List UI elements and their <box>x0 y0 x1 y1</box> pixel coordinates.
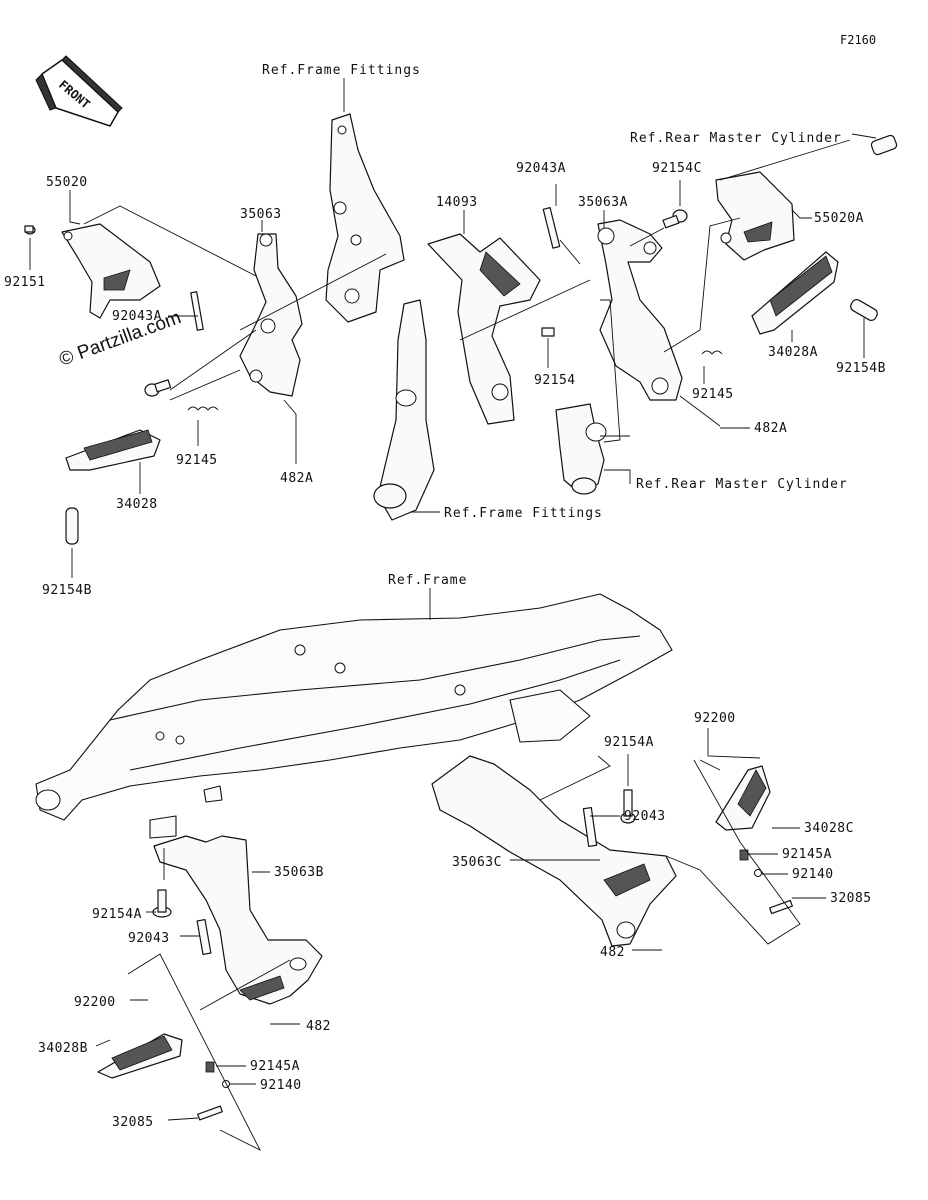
label-92154B-left: 92154B <box>42 583 92 598</box>
bolt-92154A-left <box>152 889 172 918</box>
ref-rear-master-cylinder-top: Ref.Rear Master Cylinder <box>630 131 842 146</box>
footpeg-34028A <box>751 251 839 335</box>
label-482-left: 482 <box>306 1019 331 1034</box>
bracket-35063A <box>597 219 683 401</box>
spring-92145-left <box>187 406 219 411</box>
ref-frame: Ref.Frame <box>388 573 467 588</box>
label-92200-right: 92200 <box>694 711 736 726</box>
label-92154A-right: 92154A <box>604 735 654 750</box>
pin-92043-left <box>196 918 212 956</box>
label-482A-left: 482A <box>280 471 313 486</box>
label-92140-left: 92140 <box>260 1078 302 1093</box>
frame-fittings-plate <box>325 113 405 323</box>
label-92145A-right: 92145A <box>782 847 832 862</box>
washer-92140-right <box>754 869 762 877</box>
label-92140-right: 92140 <box>792 867 834 882</box>
bracket-35063B <box>153 835 323 1005</box>
pin-92043A-left <box>190 291 204 331</box>
label-32085-right: 32085 <box>830 891 872 906</box>
label-92154A-left: 92154A <box>92 907 142 922</box>
bolt-92154 <box>541 327 555 337</box>
footpeg-34028C <box>715 765 771 831</box>
bracket-92200-right <box>699 759 721 771</box>
label-482A-right: 482A <box>754 421 787 436</box>
pin-92043-right <box>582 807 598 847</box>
diagram-code: F2160 <box>840 33 876 47</box>
pin-92043A-mid <box>542 207 561 249</box>
bolt-92151 <box>24 225 36 235</box>
label-55020: 55020 <box>46 175 88 190</box>
label-92145-left: 92145 <box>176 453 218 468</box>
label-34028: 34028 <box>116 497 158 512</box>
label-55020A: 55020A <box>814 211 864 226</box>
label-92154B-right: 92154B <box>836 361 886 376</box>
label-92043-right: 92043 <box>624 809 666 824</box>
step-holder-55020A <box>715 171 795 261</box>
bracket-35063 <box>239 233 303 397</box>
pin-92154B-right <box>850 299 878 321</box>
label-92200-left: 92200 <box>74 995 116 1010</box>
spring-92145-right <box>701 350 723 355</box>
label-482-right: 482 <box>600 945 625 960</box>
bolt-left-lower <box>144 379 172 397</box>
frame-fittings-vertical-plate <box>373 299 435 521</box>
main-frame <box>35 593 673 839</box>
step-holder-55020 <box>61 223 161 319</box>
label-35063A: 35063A <box>578 195 628 210</box>
bracket-35063C <box>431 755 677 947</box>
ref-frame-fittings-mid: Ref.Frame Fittings <box>444 506 603 521</box>
rear-master-cylinder <box>555 403 607 495</box>
label-35063C: 35063C <box>452 855 502 870</box>
label-34028C: 34028C <box>804 821 854 836</box>
bolt-ref-rear-master-top <box>870 134 898 156</box>
leader-lines <box>29 78 877 1152</box>
ref-rear-master-cylinder-mid: Ref.Rear Master Cylinder <box>636 477 848 492</box>
label-34028A: 34028A <box>768 345 818 360</box>
label-92043A-left: 92043A <box>112 309 162 324</box>
label-92145-right: 92145 <box>692 387 734 402</box>
label-92154C: 92154C <box>652 161 702 176</box>
label-92043-left: 92043 <box>128 931 170 946</box>
spring-92145A-left <box>205 1061 215 1073</box>
label-14093: 14093 <box>436 195 478 210</box>
label-35063: 35063 <box>240 207 282 222</box>
bolt-92154C <box>662 209 688 229</box>
label-92154: 92154 <box>534 373 576 388</box>
ref-frame-fittings-top: Ref.Frame Fittings <box>262 63 421 78</box>
pin-32085-right <box>769 899 793 915</box>
bolt-92154A-right <box>620 789 636 824</box>
label-92145A-left: 92145A <box>250 1059 300 1074</box>
pin-92154B-left <box>65 507 79 545</box>
footpeg-34028 <box>65 429 161 471</box>
pin-32085-left <box>197 1105 223 1121</box>
spring-92145A-right <box>739 849 749 861</box>
label-92151: 92151 <box>4 275 46 290</box>
label-32085-left: 32085 <box>112 1115 154 1130</box>
front-direction-arrow-icon: FRONT <box>35 55 123 127</box>
label-92043A-mid: 92043A <box>516 161 566 176</box>
label-35063B: 35063B <box>274 865 324 880</box>
label-34028B: 34028B <box>38 1041 88 1056</box>
footpeg-34028B <box>97 1033 183 1079</box>
